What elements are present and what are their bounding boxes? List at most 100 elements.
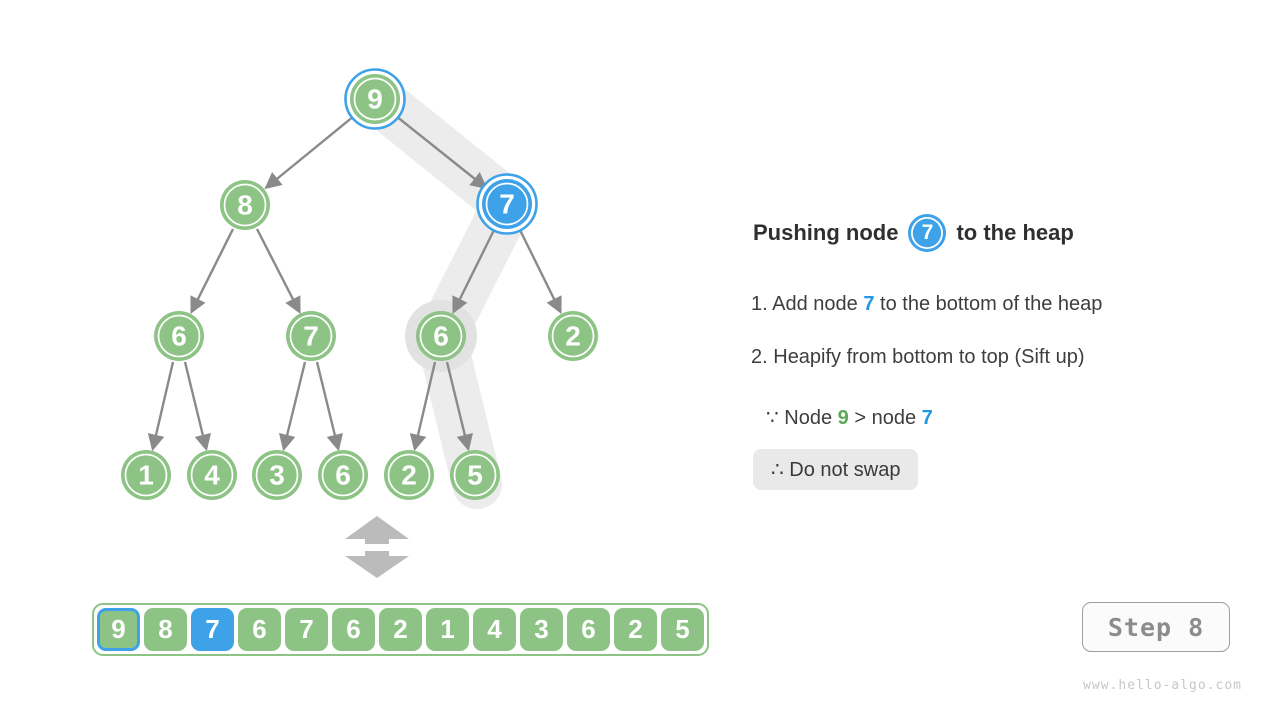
conclusion-box: ∴ Do not swap: [753, 449, 919, 490]
array-cell: 6: [332, 608, 375, 651]
node-inner-ring: [157, 314, 201, 358]
array-cell: 6: [567, 608, 610, 651]
tree-edge-arrow: [452, 227, 497, 315]
array-cell-value: 6: [252, 614, 267, 644]
node-value: 7: [303, 321, 319, 352]
tree-node-pushed: 7: [476, 173, 538, 235]
node-value: 6: [433, 321, 449, 352]
node-circle: [350, 74, 400, 124]
tree-node: 1: [121, 450, 171, 500]
tree-edge-arrow: [315, 361, 343, 452]
node-value: 1: [138, 460, 154, 491]
node-circle: [220, 180, 270, 230]
node-circle: [252, 450, 302, 500]
tree-edge-arrow: [147, 361, 175, 452]
node-circle: [121, 450, 171, 500]
step-text: Heapify from bottom to top (Sift up): [767, 346, 1085, 368]
node-value: 5: [467, 460, 483, 491]
instruction-step-2: 2. Heapify from bottom to top (Sift up): [751, 346, 1084, 369]
because-statement: ∵ Node 9 > node 7: [766, 405, 933, 430]
array-cell-value: 3: [534, 614, 549, 644]
node-inner-ring: [289, 314, 333, 358]
array-cell-value: 5: [675, 614, 690, 644]
because-text: Node: [778, 407, 838, 429]
array-cell-value: 6: [581, 614, 596, 644]
step-highlight-value: 7: [863, 293, 875, 315]
array-cell: 5: [661, 608, 704, 651]
tree-edge-arrow: [409, 361, 437, 452]
node-inner-ring: [485, 182, 529, 226]
step-indicator-button[interactable]: Step 8: [1082, 602, 1230, 652]
step-marker: 2.: [751, 346, 768, 368]
tree-edge-arrow: [264, 115, 355, 190]
array-cell-value: 7: [205, 614, 220, 644]
node-value: 9: [367, 84, 383, 115]
node-inner-ring: [223, 183, 267, 227]
tree-node: 2: [384, 450, 434, 500]
node-inner-ring: [419, 314, 463, 358]
node-value: 2: [401, 460, 417, 491]
node-inner-ring: [353, 77, 397, 121]
node-value: 6: [171, 321, 187, 352]
array-cell: 2: [379, 608, 422, 651]
node-circle: [318, 450, 368, 500]
node-value: 6: [335, 460, 351, 491]
tree-edge-arrow: [190, 228, 235, 315]
node-circle: [482, 179, 532, 229]
title-suffix: to the heap: [956, 220, 1074, 245]
therefore-symbol: ∴: [771, 459, 784, 481]
node-circle: [154, 311, 204, 361]
tree-node: 5: [450, 450, 500, 500]
array-cell: 1: [426, 608, 469, 651]
array-cell: 3: [520, 608, 563, 651]
tree-node-root: 9: [344, 68, 406, 130]
tree-edge-arrow: [517, 227, 562, 315]
node-inner-ring: [387, 453, 431, 497]
array-cell: 7: [285, 608, 328, 651]
node-circle: [187, 450, 237, 500]
because-green-value: 9: [837, 407, 849, 429]
tree-edges: [147, 115, 562, 452]
array-cell: 8: [144, 608, 187, 651]
up-arrow-icon: [345, 516, 409, 544]
watermark: www.hello-algo.com: [1083, 678, 1242, 693]
node-circle: [384, 450, 434, 500]
array-cell-value: 7: [299, 614, 314, 644]
tree-node-compare: 6: [416, 311, 466, 361]
array-cell-value: 4: [487, 614, 502, 644]
tree-node: 6: [154, 311, 204, 361]
tree-node: 4: [187, 450, 237, 500]
array-cell-value: 2: [393, 614, 408, 644]
array-cell: 9: [97, 608, 140, 651]
node-value: 8: [237, 190, 253, 221]
node-value: 7: [499, 189, 515, 220]
node-circle: [548, 311, 598, 361]
array-cell-value: 1: [440, 614, 455, 644]
node-inner-ring: [321, 453, 365, 497]
node-inner-ring: [190, 453, 234, 497]
tree-node: 3: [252, 450, 302, 500]
node-inner-ring: [453, 453, 497, 497]
sift-path-highlight: [350, 72, 533, 509]
title-node-badge: 7: [908, 214, 947, 252]
array-cell: 6: [238, 608, 281, 651]
node-inner-ring: [551, 314, 595, 358]
because-text: > node: [848, 407, 922, 429]
tree-edge-arrow: [279, 361, 307, 452]
tree-edge-arrow: [445, 361, 473, 452]
tree-edge-arrow: [395, 115, 488, 190]
array-cell-value: 9: [111, 614, 126, 644]
node-circle: [286, 311, 336, 361]
step-text: to the bottom of the heap: [874, 293, 1103, 315]
tree-array-swap-icon: [345, 516, 409, 578]
array-cell-value: 2: [628, 614, 643, 644]
node-value: 2: [565, 321, 581, 352]
because-blue-value: 7: [921, 407, 933, 429]
node-circle: [450, 450, 500, 500]
array-cell: 7: [191, 608, 234, 651]
tree-node: 2: [548, 311, 598, 361]
node-inner-ring: [124, 453, 168, 497]
array-cell-value: 8: [158, 614, 173, 644]
